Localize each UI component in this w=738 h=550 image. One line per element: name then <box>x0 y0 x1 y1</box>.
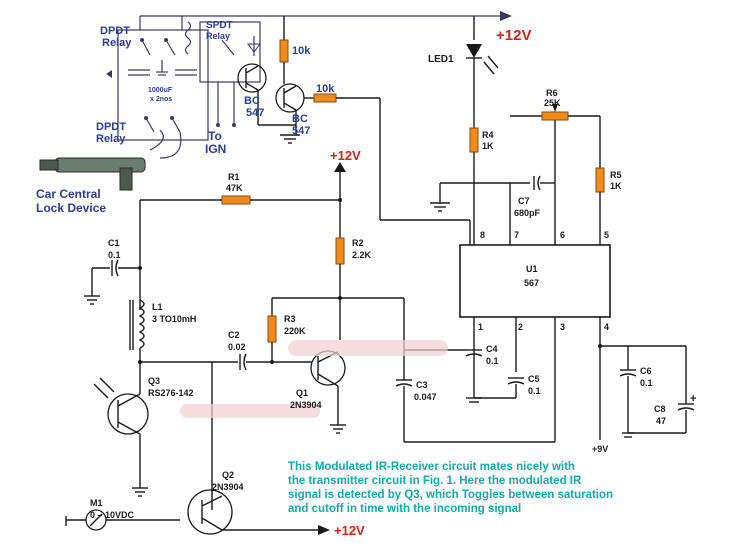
bc547-a-line2: 547 <box>246 107 264 119</box>
c1-line2: 0.1 <box>108 250 121 260</box>
r5-line1: R5 <box>610 170 622 180</box>
bc547-b-line2: 547 <box>292 125 310 137</box>
r6-line2: 25K <box>544 98 561 108</box>
c3-line1: C3 <box>416 380 428 390</box>
q3-line2: RS276-142 <box>148 388 194 398</box>
v12-mid: +12V <box>330 148 361 163</box>
c8-line2: 47 <box>656 416 666 426</box>
to-ign-line1: To <box>208 129 222 143</box>
u1-pin3: 3 <box>560 322 565 332</box>
r4-line2: 1K <box>482 141 494 151</box>
spdt-line2: Relay <box>206 31 230 41</box>
u1-pin6: 6 <box>560 230 565 240</box>
blur-smudge <box>180 404 320 418</box>
caption-line3: signal is detected by Q3, which Toggles … <box>288 489 613 501</box>
relay-section <box>39 11 512 245</box>
dpdt2-line2: Relay <box>96 133 126 145</box>
bc547-b-line1: BC <box>292 113 308 125</box>
led-network <box>430 16 605 245</box>
u1-pin5: 5 <box>604 230 609 240</box>
c8-plus: + <box>690 393 696 405</box>
c3-line2: 0.047 <box>414 392 437 402</box>
bc547-a-line1: BC <box>244 95 260 107</box>
caption-line1: This Modulated IR-Receiver circuit mates… <box>288 461 575 473</box>
r6-line1: R6 <box>546 88 558 98</box>
dpdt2-line1: DPDT <box>96 121 126 133</box>
q1-line1: Q1 <box>296 388 308 398</box>
r4-line1: R4 <box>482 130 494 140</box>
u1-line1: U1 <box>526 264 538 274</box>
r2-line1: R2 <box>352 238 364 248</box>
u1-ic <box>459 244 611 442</box>
r3-line1: R3 <box>284 314 296 324</box>
m1-line2: 0 – 10VDC <box>90 510 135 520</box>
r3-line2: 220K <box>284 326 306 336</box>
u1-pin1: 1 <box>478 322 483 332</box>
m1-line1: M1 <box>90 498 103 508</box>
c1-line1: C1 <box>108 238 120 248</box>
c6-line1: C6 <box>640 366 652 376</box>
r2-line2: 2.2K <box>352 250 372 260</box>
dpdt1-line1: DPDT <box>100 25 130 37</box>
caption-line4: and cutoff in time with the incoming sig… <box>288 503 521 515</box>
r5-line2: 1K <box>610 181 622 191</box>
c2-line2: 0.02 <box>228 342 246 352</box>
r-10k-a: 10k <box>292 45 311 57</box>
c5-line2: 0.1 <box>528 386 541 396</box>
q1-line2: 2N3904 <box>290 400 322 410</box>
c6-line2: 0.1 <box>640 378 653 388</box>
r1-line2: 47K <box>226 183 243 193</box>
v12-bottom: +12V <box>334 523 365 538</box>
spdt-line1: SPDT <box>206 20 233 31</box>
v9-label: +9V <box>592 444 608 454</box>
blur-smudge <box>288 340 448 356</box>
caption-line2: the transmitter circuit in Fig. 1. Here … <box>288 475 582 487</box>
car-lock-line2: Lock Device <box>36 201 106 215</box>
q2-line2: 2N3904 <box>212 482 244 492</box>
l1-line1: L1 <box>152 302 163 312</box>
c2-line1: C2 <box>228 330 240 340</box>
u1-pin7: 7 <box>514 230 519 240</box>
u1-pin2: 2 <box>518 322 523 332</box>
c7-line2: 680pF <box>514 208 541 218</box>
l1-line2: 3 TO10mH <box>152 314 196 324</box>
cap-relay-line2: x 2nos <box>150 96 172 103</box>
u1-pin8: 8 <box>480 230 485 240</box>
u1-line2: 567 <box>524 278 539 288</box>
decoupling-caps <box>465 344 695 438</box>
c8-line1: C8 <box>654 404 666 414</box>
c5-line1: C5 <box>528 374 540 384</box>
r1-line1: R1 <box>228 172 240 182</box>
q3-line1: Q3 <box>148 376 160 386</box>
car-lock-line1: Car Central <box>36 187 101 201</box>
to-ign-line2: IGN <box>205 142 226 156</box>
dpdt1-line2: Relay <box>102 37 132 49</box>
cap-relay-line1: 1000uF <box>148 87 173 94</box>
v12-top: +12V <box>496 27 531 44</box>
c7-line1: C7 <box>518 196 530 206</box>
amplifier-section <box>65 162 555 535</box>
r-10k-b: 10k <box>316 83 335 95</box>
c4-line1: C4 <box>486 344 498 354</box>
led1-label: LED1 <box>428 54 454 65</box>
q2-line1: Q2 <box>222 470 234 480</box>
c4-line2: 0.1 <box>486 356 499 366</box>
u1-pin4: 4 <box>604 322 609 332</box>
